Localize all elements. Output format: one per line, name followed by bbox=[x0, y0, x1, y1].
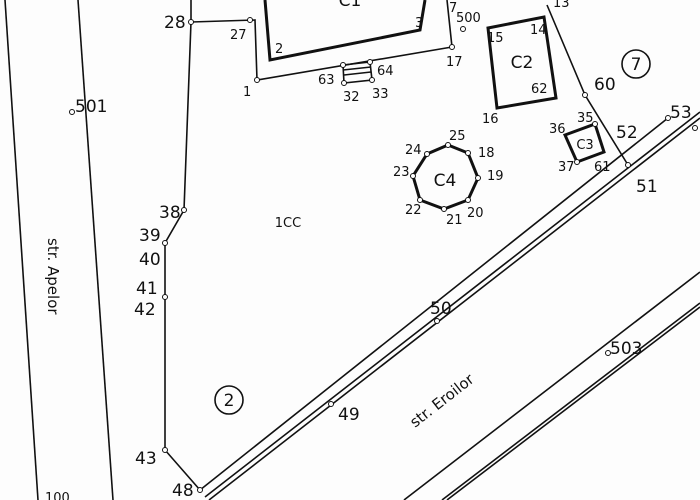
point-label-20: 20 bbox=[467, 206, 484, 221]
street-apelor-label: str. Apelor bbox=[44, 238, 62, 315]
eroilor-street-edge-lower bbox=[204, 111, 700, 498]
point-label-27: 27 bbox=[230, 28, 247, 43]
point-label-62: 62 bbox=[531, 82, 548, 97]
far-street-edge-double2 bbox=[446, 306, 700, 500]
point-label-33: 33 bbox=[372, 87, 389, 102]
point-label-41: 41 bbox=[136, 279, 158, 299]
point-label-24: 24 bbox=[405, 143, 422, 158]
apelor-street-edge-right bbox=[77, 0, 114, 500]
point-label-39: 39 bbox=[139, 226, 161, 246]
point-label-64: 64 bbox=[377, 64, 394, 79]
apelor-street-edge-left bbox=[4, 0, 39, 500]
point-label-40: 40 bbox=[139, 250, 161, 270]
building-c2-label: C2 bbox=[511, 53, 534, 73]
point-label-501: 501 bbox=[75, 97, 107, 117]
street-eroilor-label: str. Eroilor bbox=[406, 370, 478, 432]
point-label-35: 35 bbox=[577, 111, 594, 126]
far-street-edge bbox=[403, 271, 700, 500]
point-labels: 28 27 1 2 3 7 500 17 63 64 32 33 13 15 1… bbox=[45, 0, 692, 500]
point-label-43: 43 bbox=[135, 449, 157, 469]
point-label-13: 13 bbox=[553, 0, 570, 11]
point-label-36: 36 bbox=[549, 122, 566, 137]
point-label-100: 100 bbox=[45, 491, 70, 500]
point-label-63: 63 bbox=[318, 73, 335, 88]
point-label-28: 28 bbox=[164, 13, 186, 33]
building-c4-label: C4 bbox=[434, 171, 457, 191]
circled-number-2-ring bbox=[214, 385, 244, 415]
point-label-500: 500 bbox=[456, 11, 481, 26]
point-label-22: 22 bbox=[405, 203, 422, 218]
building-c2 bbox=[486, 15, 558, 110]
building-c3-label: C3 bbox=[576, 138, 593, 153]
parcel-boundary-west bbox=[164, 0, 201, 491]
circled-number-7-ring bbox=[621, 49, 651, 79]
circled-number-2: 2 bbox=[224, 391, 235, 411]
far-street-edge-double1 bbox=[441, 302, 700, 500]
point-label-15: 15 bbox=[487, 31, 504, 46]
point-label-51: 51 bbox=[636, 177, 658, 197]
point-label-52: 52 bbox=[616, 123, 638, 143]
point-label-18: 18 bbox=[478, 146, 495, 161]
parcel-label: 1CC bbox=[275, 216, 301, 231]
point-label-49: 49 bbox=[338, 405, 360, 425]
point-label-53: 53 bbox=[670, 103, 692, 123]
point-label-48: 48 bbox=[172, 481, 194, 500]
point-label-25: 25 bbox=[449, 129, 466, 144]
point-label-23: 23 bbox=[393, 165, 410, 180]
point-label-2: 2 bbox=[275, 42, 283, 57]
survey-points bbox=[69, 17, 698, 493]
point-label-503: 503 bbox=[610, 339, 642, 359]
point-label-61: 61 bbox=[594, 160, 611, 175]
point-label-37: 37 bbox=[558, 160, 575, 175]
circled-number-7: 7 bbox=[631, 55, 642, 75]
point-label-50: 50 bbox=[430, 299, 452, 319]
point-label-7: 7 bbox=[449, 1, 457, 16]
building-c1 bbox=[263, 0, 427, 62]
point-label-19: 19 bbox=[487, 169, 504, 184]
eroilor-street-edge-lower-double bbox=[208, 117, 700, 500]
building-c1-label: C1 bbox=[339, 0, 362, 11]
point-label-16: 16 bbox=[482, 112, 499, 127]
point-label-42: 42 bbox=[134, 300, 156, 320]
stairs bbox=[342, 61, 373, 84]
point-label-60: 60 bbox=[594, 75, 616, 95]
point-label-32: 32 bbox=[343, 90, 360, 105]
point-label-17: 17 bbox=[446, 55, 463, 70]
eroilor-street-edge-upper bbox=[199, 117, 669, 491]
point-label-21: 21 bbox=[446, 213, 463, 228]
point-label-1: 1 bbox=[243, 85, 251, 100]
point-label-38: 38 bbox=[159, 203, 181, 223]
building-c3 bbox=[562, 122, 606, 164]
point-label-3: 3 bbox=[415, 16, 423, 31]
point-label-14: 14 bbox=[530, 23, 547, 38]
